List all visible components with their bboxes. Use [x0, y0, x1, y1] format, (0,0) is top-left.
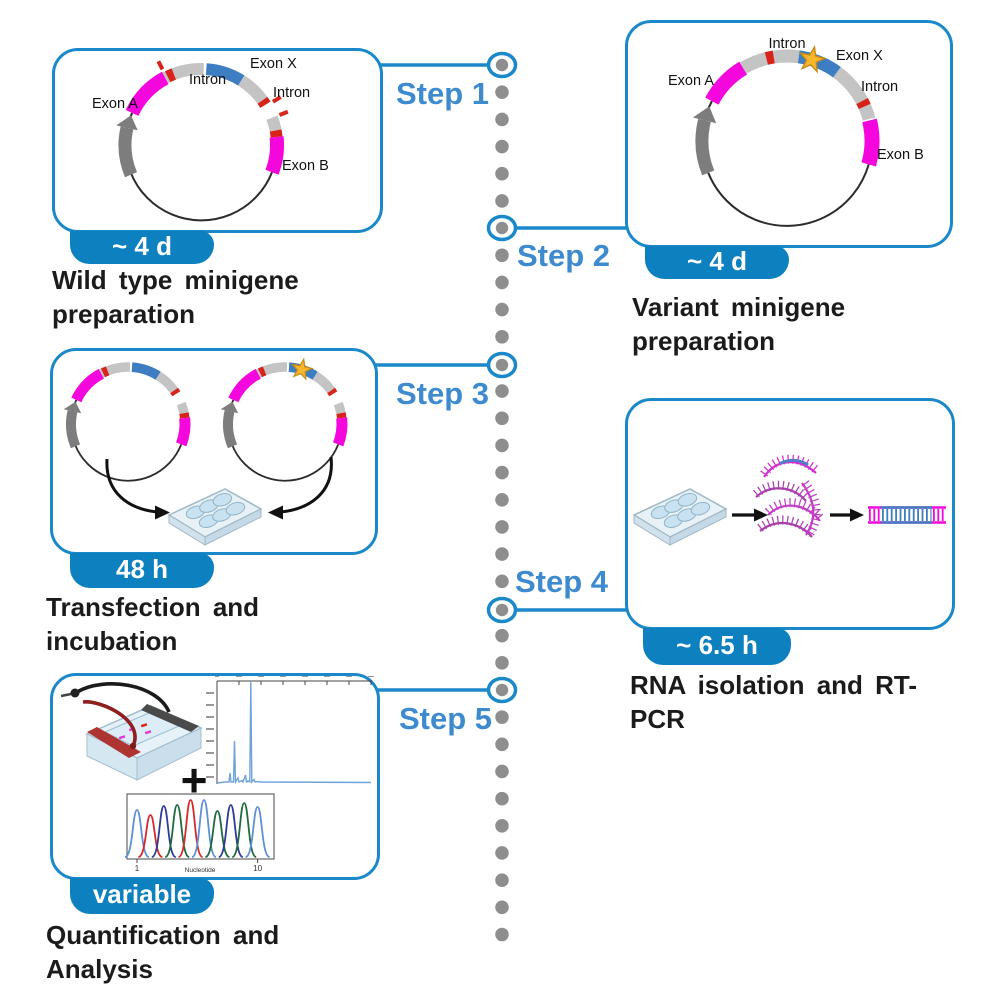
well-plate-icon — [632, 488, 728, 546]
exon-a-label: Exon A — [668, 73, 714, 89]
exon-b-label: Exon B — [877, 147, 924, 163]
cathode-electrode — [141, 704, 199, 732]
step-5-marker — [486, 676, 518, 704]
step-2-duration-badge: ~ 4 d — [645, 246, 789, 279]
promoter-arrow-icon — [66, 410, 81, 449]
intron-label: Intron — [273, 85, 310, 101]
plasmid-backbone — [701, 100, 870, 227]
pcr-product-icon — [868, 506, 946, 524]
exon-x-segment — [797, 50, 841, 78]
exon-x-label: Exon X — [250, 56, 297, 72]
promoter-arrow-icon — [118, 126, 138, 178]
step-5-duration-badge: variable — [70, 878, 214, 914]
quantification-illustration: + — [60, 676, 374, 874]
exon-a-segment — [705, 61, 748, 105]
intron-segment — [162, 63, 204, 84]
step-5-panel: + — [50, 673, 380, 880]
step-4-duration-badge: ~ 6.5 h — [643, 628, 791, 665]
variant-star-icon — [291, 357, 314, 381]
x-axis-label: Nucleotide — [185, 867, 216, 874]
gel-electrophoresis-icon — [60, 682, 203, 781]
step-1-marker — [486, 51, 518, 79]
intron-label: Intron — [768, 36, 805, 52]
step-3-duration-badge: 48 h — [70, 553, 214, 588]
step-markers — [486, 51, 518, 704]
step-2-label: Step 2 — [517, 238, 611, 273]
variant-star-icon — [798, 44, 827, 74]
rna-strands-icon — [753, 454, 824, 538]
rna-rtpcr-illustration — [632, 454, 946, 546]
step-1-label: Step 1 — [395, 76, 489, 111]
variant-plasmid-illustration: Intron Exon X Intron Exon A Exon B — [668, 36, 924, 227]
step-5-label: Step 5 — [398, 701, 492, 736]
exon-b-segment — [265, 136, 285, 175]
step-2-marker — [486, 214, 518, 242]
step-5-caption: Quantification and Analysis — [46, 920, 280, 984]
mini-wildtype-plasmid — [63, 362, 191, 482]
x-tick-last: 10 — [253, 864, 262, 873]
step-3-marker — [486, 351, 518, 379]
exon-b-segment — [861, 118, 880, 167]
plasmid-backbone — [124, 112, 273, 222]
electropherogram-chart — [206, 676, 374, 785]
exon-a-label: Exon A — [92, 96, 138, 112]
red-cable — [82, 700, 137, 747]
exon-x-label: Exon X — [836, 48, 883, 64]
step-3-caption: Transfection and incubation — [46, 592, 260, 656]
chromatogram-chart: 1 10 Nucleotide — [124, 793, 275, 874]
intron-label: Intron — [189, 72, 226, 88]
black-cable — [76, 682, 171, 713]
intron-label: Intron — [861, 79, 898, 95]
wild-type-plasmid-illustration: Exon X Intron Intron Exon A Exon B — [92, 56, 329, 222]
promoter-arrow-icon — [695, 118, 715, 176]
step-4-caption: RNA isolation and RT- PCR — [630, 670, 918, 734]
restriction-site-icon — [271, 95, 282, 104]
step-4-label: Step 4 — [515, 564, 609, 599]
restriction-site-icon — [156, 60, 165, 71]
step-2-panel: Intron Exon X Intron Exon A Exon B — [625, 20, 953, 248]
electropherogram-trace — [216, 681, 372, 785]
restriction-site-icon — [278, 109, 289, 117]
well-plate-icon — [167, 488, 263, 546]
mini-variant-plasmid — [220, 357, 348, 482]
step-1-caption: Wild type minigene preparation — [52, 265, 299, 329]
step-1-duration-badge: ~ 4 d — [70, 231, 214, 264]
exon-b-label: Exon B — [282, 158, 329, 174]
transfection-illustration — [63, 357, 348, 546]
step-1-panel: Exon X Intron Intron Exon A Exon B — [52, 48, 383, 233]
step-3-panel — [50, 348, 378, 555]
transfer-arrow — [280, 456, 333, 514]
x-tick-first: 1 — [135, 864, 140, 873]
step-4-marker — [486, 596, 518, 624]
exon-x-segment — [205, 63, 245, 86]
transfer-arrow — [105, 458, 158, 514]
step-4-panel — [625, 398, 955, 630]
step-3-label: Step 3 — [395, 376, 489, 411]
step-2-caption: Variant minigene preparation — [632, 292, 846, 356]
exon-a-segment — [125, 71, 169, 117]
promoter-arrow-icon — [223, 410, 238, 449]
anode-electrode — [87, 727, 141, 758]
